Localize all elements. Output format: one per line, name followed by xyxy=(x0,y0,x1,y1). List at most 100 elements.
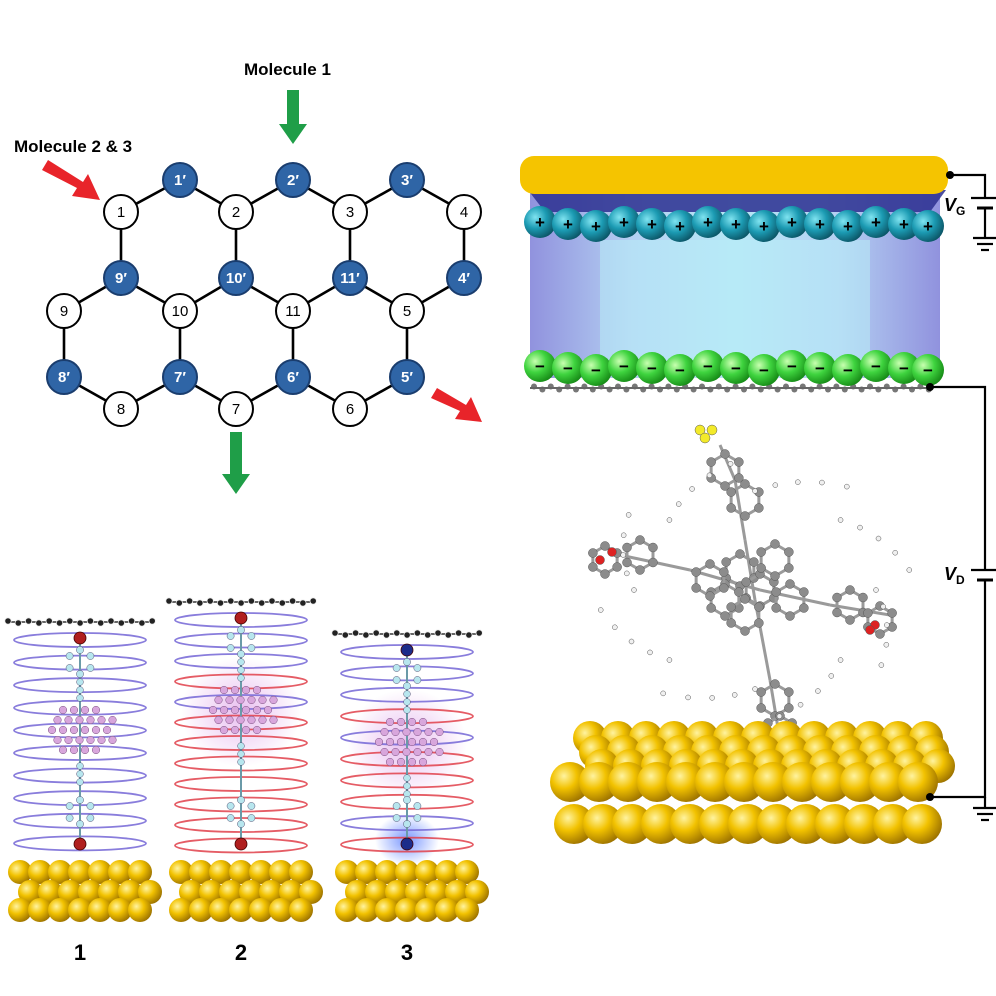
white-site-label: 7 xyxy=(232,401,240,418)
blue-site: 4′ xyxy=(446,260,482,296)
blue-site: 10′ xyxy=(218,260,254,296)
negative-charge: − xyxy=(888,352,920,384)
plus-sign: + xyxy=(731,215,741,234)
white-site-circle xyxy=(218,391,254,427)
junction-graphene-chain xyxy=(165,597,317,607)
blue-site: 5′ xyxy=(389,359,425,395)
minus-sign: − xyxy=(843,361,853,380)
blue-site-label: 5′ xyxy=(401,369,413,386)
white-site-label: 3 xyxy=(346,204,354,221)
negative-charge: − xyxy=(912,354,944,386)
positive-charge: + xyxy=(804,208,836,240)
positive-charge: + xyxy=(524,206,556,238)
negative-charge: − xyxy=(860,350,892,382)
white-site: 4 xyxy=(446,194,482,230)
blue-site-label: 8′ xyxy=(58,369,70,386)
negative-charge: − xyxy=(524,350,556,382)
negative-charge: − xyxy=(636,352,668,384)
gate-electrode xyxy=(520,156,948,194)
junction-molecule xyxy=(208,611,278,851)
blue-site: 11′ xyxy=(332,260,368,296)
positive-charge: + xyxy=(664,210,696,242)
white-site: 7 xyxy=(218,391,254,427)
plus-sign: + xyxy=(591,217,601,236)
minus-sign: − xyxy=(899,359,909,378)
vd-label: VD xyxy=(944,564,965,587)
positive-charge: + xyxy=(636,208,668,240)
blue-site-label: 6′ xyxy=(287,369,299,386)
positive-charge: + xyxy=(888,208,920,240)
plus-sign: + xyxy=(843,217,853,236)
blue-site-circle xyxy=(275,359,311,395)
junction-3 xyxy=(331,629,489,922)
minus-sign: − xyxy=(535,357,545,376)
junction-label-3: 3 xyxy=(401,940,413,965)
positive-charge: + xyxy=(912,210,944,242)
negative-charge: − xyxy=(552,352,584,384)
plus-sign: + xyxy=(759,217,769,236)
positive-charge: + xyxy=(580,210,612,242)
transistor-device: +++++++++++++++ −−−−−−−−−−−−−−− xyxy=(520,156,996,844)
positive-charge: + xyxy=(608,206,640,238)
blue-site-circle xyxy=(275,162,311,198)
negative-charge: − xyxy=(608,350,640,382)
blue-site-circle xyxy=(446,260,482,296)
drain-terminal-dot xyxy=(926,383,934,391)
plus-sign: + xyxy=(563,215,573,234)
white-site-circle xyxy=(275,293,311,329)
white-site-label: 9 xyxy=(60,303,68,320)
white-site: 1 xyxy=(103,194,139,230)
junction-gold-base xyxy=(8,860,162,922)
red-arrow-right xyxy=(431,388,482,422)
white-site-label: 5 xyxy=(403,303,411,320)
positive-charge: + xyxy=(552,208,584,240)
white-site-label: 8 xyxy=(117,401,125,418)
minus-sign: − xyxy=(815,359,825,378)
blue-site-circle xyxy=(389,359,425,395)
blue-site-circle xyxy=(162,359,198,395)
blue-site-label: 1′ xyxy=(174,172,186,189)
negative-charge: − xyxy=(776,350,808,382)
minus-sign: − xyxy=(675,361,685,380)
blue-site-circle xyxy=(332,260,368,296)
blue-site-label: 10′ xyxy=(226,270,247,287)
positive-charge: + xyxy=(776,206,808,238)
junction-1 xyxy=(4,617,162,922)
white-site-label: 10 xyxy=(172,303,189,320)
negative-charge: − xyxy=(580,354,612,386)
blue-site: 1′ xyxy=(162,162,198,198)
white-site-label: 2 xyxy=(232,204,240,221)
dielectric-core xyxy=(600,240,870,360)
blue-site-circle xyxy=(389,162,425,198)
blue-site-circle xyxy=(103,260,139,296)
white-site-circle xyxy=(103,391,139,427)
minus-sign: − xyxy=(647,359,657,378)
white-site: 8 xyxy=(103,391,139,427)
blue-site-label: 4′ xyxy=(458,270,470,287)
molecule-2-3-label: Molecule 2 & 3 xyxy=(14,137,132,156)
blue-site: 9′ xyxy=(103,260,139,296)
gate-shadow xyxy=(528,190,946,212)
white-site-circle xyxy=(103,194,139,230)
red-arrow-left xyxy=(42,160,100,200)
white-site-label: 1 xyxy=(117,204,125,221)
junction-graphene-chain xyxy=(4,617,156,627)
white-site-circle xyxy=(446,194,482,230)
blue-site-circle xyxy=(46,359,82,395)
plus-sign: + xyxy=(815,215,825,234)
blue-site-label: 9′ xyxy=(115,270,127,287)
molecular-junctions xyxy=(4,597,489,922)
junction-molecule xyxy=(374,643,444,851)
white-site: 6 xyxy=(332,391,368,427)
junction-label-1: 1 xyxy=(74,940,86,965)
vg-label: VG xyxy=(944,195,965,218)
white-site-circle xyxy=(46,293,82,329)
junction-2 xyxy=(165,597,323,922)
white-site: 9 xyxy=(46,293,82,329)
white-site-label: 6 xyxy=(346,401,354,418)
minus-sign: − xyxy=(923,361,933,380)
white-site: 5 xyxy=(389,293,425,329)
